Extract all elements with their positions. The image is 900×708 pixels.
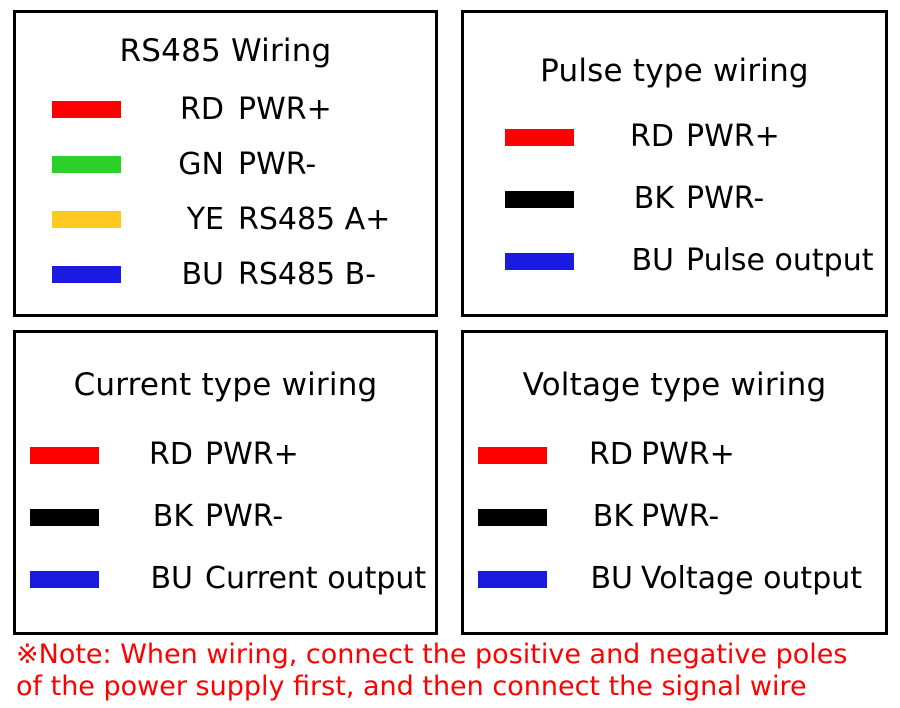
wire-color-swatch-black xyxy=(30,508,99,526)
wire-code-label: RD xyxy=(630,119,674,154)
wire-row: BU Current output xyxy=(30,548,435,610)
wire-list-current: RD PWR+ BK PWR- BU Current output xyxy=(16,424,435,610)
wire-list-rs485: RD PWR+ GN PWR- YE RS485 A+ BU RS485 B- xyxy=(16,82,435,302)
wire-row: YE RS485 A+ xyxy=(52,192,435,247)
wire-code-label: BU xyxy=(590,561,633,596)
wire-row: BK PWR- xyxy=(478,486,885,548)
wire-function-label: PWR- xyxy=(686,181,765,216)
wire-row: BK PWR- xyxy=(505,168,885,230)
wire-function-label: PWR+ xyxy=(205,437,299,472)
wire-row: RD PWR+ xyxy=(52,82,435,137)
wire-row: BU Pulse output xyxy=(505,230,885,292)
wire-row: GN PWR- xyxy=(52,137,435,192)
panel-title-current: Current type wiring xyxy=(73,367,378,403)
panel-title-rs485: RS485 Wiring xyxy=(119,33,332,69)
wire-function-label: PWR+ xyxy=(238,91,332,127)
wire-color-swatch-red xyxy=(505,128,574,146)
wire-color-swatch-blue xyxy=(52,266,121,283)
wire-row: BU RS485 B- xyxy=(52,247,435,302)
wire-row: RD PWR+ xyxy=(30,424,435,486)
wire-code-label: BU xyxy=(150,561,193,596)
panel-voltage-type-wiring: Voltage type wiring RD PWR+ BK PWR- BU V… xyxy=(461,330,888,635)
wire-function-label: PWR- xyxy=(238,146,317,182)
panel-rs485-wiring: RS485 Wiring RD PWR+ GN PWR- YE RS485 A+… xyxy=(13,10,438,317)
panel-title-voltage: Voltage type wiring xyxy=(522,367,827,403)
wire-code-label: BK xyxy=(633,181,674,216)
wire-color-swatch-blue xyxy=(478,570,547,588)
wire-function-label: PWR+ xyxy=(641,437,735,472)
wiring-note: ※Note: When wiring, connect the positive… xyxy=(16,639,896,703)
wire-code-label: BU xyxy=(181,256,224,292)
wire-color-swatch-green xyxy=(52,156,121,173)
panel-current-type-wiring: Current type wiring RD PWR+ BK PWR- BU C… xyxy=(13,330,438,635)
note-line-2: of the power supply first, and then conn… xyxy=(16,671,807,702)
wire-code-label: RD xyxy=(149,437,193,472)
wire-color-swatch-yellow xyxy=(52,211,121,228)
wire-row: RD PWR+ xyxy=(478,424,885,486)
wire-function-label: RS485 A+ xyxy=(238,201,391,237)
wire-color-swatch-red xyxy=(478,446,547,464)
wire-code-label: BK xyxy=(152,499,193,534)
wire-code-label: YE xyxy=(186,201,224,237)
wire-color-swatch-black xyxy=(505,190,574,208)
wire-function-label: Voltage output xyxy=(641,561,863,596)
panel-title-pulse: Pulse type wiring xyxy=(540,53,809,89)
panel-pulse-type-wiring: Pulse type wiring RD PWR+ BK PWR- BU Pul… xyxy=(461,10,888,317)
wire-function-label: Pulse output xyxy=(686,243,874,278)
wire-row: BU Voltage output xyxy=(478,548,885,610)
wire-code-label: BU xyxy=(631,243,674,278)
wire-code-label: GN xyxy=(178,146,224,182)
wire-function-label: RS485 B- xyxy=(238,256,377,292)
wire-row: RD PWR+ xyxy=(505,106,885,168)
wire-row: BK PWR- xyxy=(30,486,435,548)
wire-function-label: PWR+ xyxy=(686,119,780,154)
note-line-1: ※Note: When wiring, connect the positive… xyxy=(16,639,848,670)
wire-code-label: BK xyxy=(592,499,633,534)
wire-function-label: PWR- xyxy=(205,499,284,534)
wire-color-swatch-blue xyxy=(505,252,574,270)
wire-list-pulse: RD PWR+ BK PWR- BU Pulse output xyxy=(464,106,885,292)
wire-color-swatch-black xyxy=(478,508,547,526)
wire-function-label: Current output xyxy=(205,561,427,596)
wire-color-swatch-red xyxy=(30,446,99,464)
wire-color-swatch-blue xyxy=(30,570,99,588)
wire-code-label: RD xyxy=(180,91,224,127)
wire-code-label: RD xyxy=(589,437,633,472)
wire-list-voltage: RD PWR+ BK PWR- BU Voltage output xyxy=(464,424,885,610)
wire-color-swatch-red xyxy=(52,101,121,118)
wire-function-label: PWR- xyxy=(641,499,720,534)
